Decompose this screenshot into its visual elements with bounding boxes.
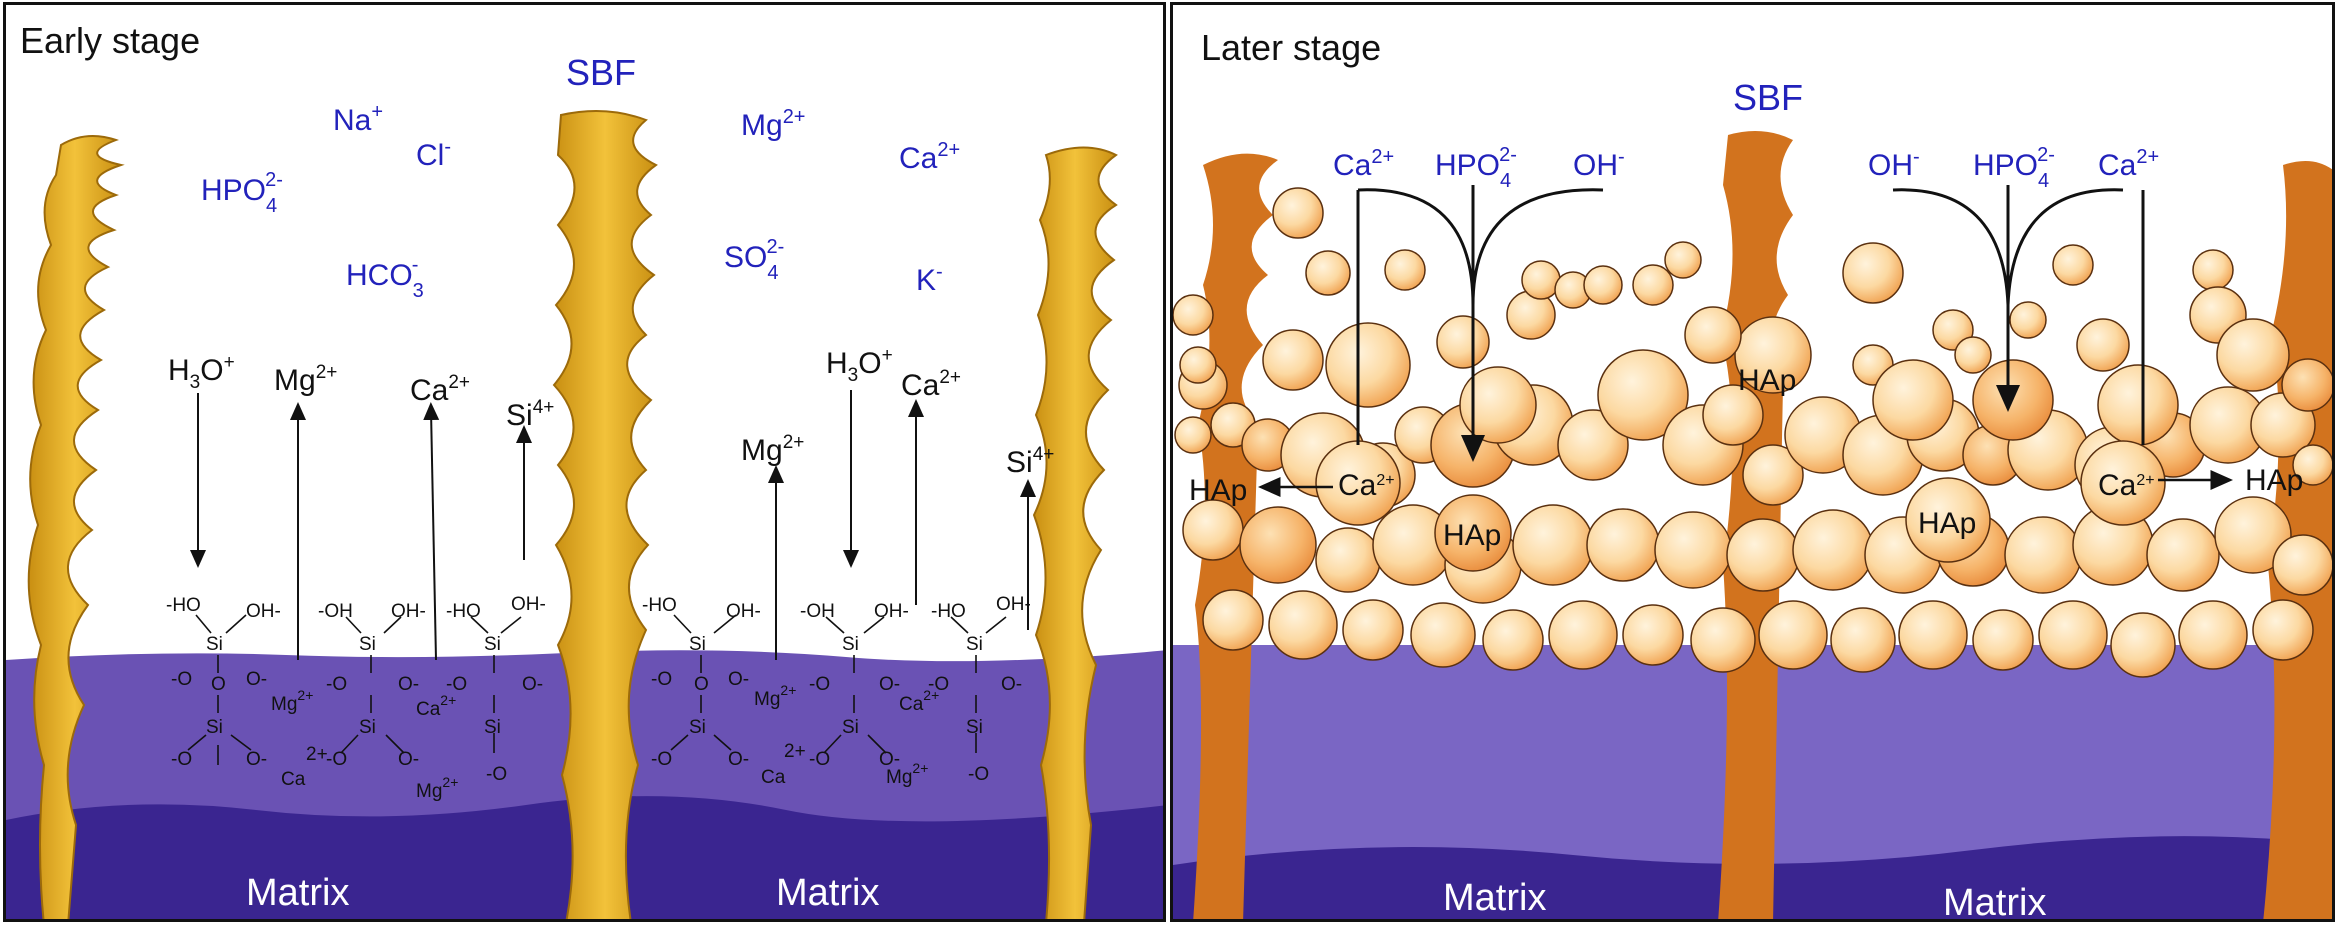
- ion-ca-left: Ca2+: [1333, 146, 1394, 182]
- si-release-label: Si4+: [506, 397, 554, 432]
- label-oh-a-1: -OH: [318, 601, 353, 622]
- ca-release-label-2: Ca2+: [901, 367, 961, 402]
- label-o-neg-8: -O: [651, 749, 672, 770]
- ion-hpo4: HPO42-: [201, 169, 283, 217]
- label-charge-3: 2+: [784, 741, 806, 762]
- ion-hpo4-left: HPO42-: [1435, 144, 1517, 192]
- sbf-label: SBF: [566, 52, 636, 93]
- label-charge-1: 2+: [306, 744, 328, 765]
- label-si-12: Si: [966, 717, 983, 738]
- arrow-ca-out: [431, 410, 436, 660]
- matrix-label-right: Matrix: [1943, 882, 2046, 922]
- label-oh-a-2: -OH: [800, 601, 835, 622]
- label-si-2: Si: [206, 717, 223, 738]
- label-o-6: -O: [486, 764, 507, 785]
- matrix-label-left: Matrix: [1443, 877, 1546, 919]
- label-o-neg-11: -O: [928, 674, 949, 695]
- label-si-5: Si: [484, 634, 501, 655]
- matrix-label-left: Matrix: [246, 872, 349, 914]
- label-o-neg-1: -O: [171, 669, 192, 690]
- label-oh-1: OH-: [246, 601, 281, 622]
- label-o-neg2-7: O-: [728, 669, 749, 690]
- hap-label-right: HAp: [1918, 507, 1976, 540]
- label-o-neg2-11: O-: [1001, 674, 1022, 695]
- label-o-neg2-9: O-: [879, 674, 900, 695]
- label-o-12: -O: [968, 764, 989, 785]
- label-oh-3: OH-: [511, 594, 546, 615]
- panel-title: Later stage: [1201, 27, 1381, 68]
- label-o-neg-5: -O: [446, 674, 467, 695]
- sbf-label: SBF: [1733, 77, 1803, 118]
- ca-release-label: Ca2+: [410, 372, 470, 407]
- h3o-label-2: H3O+: [826, 345, 893, 386]
- label-o-7: O: [694, 674, 709, 695]
- ion-cl: Cl-: [416, 136, 451, 172]
- label-ho-4: -HO: [931, 601, 966, 622]
- early-stage-panel: Early stage SBF Na+ Cl- HPO42- HCO3- Mg2…: [3, 2, 1166, 922]
- ion-mg: Mg2+: [741, 106, 806, 142]
- label-o-neg2-2: O-: [246, 749, 267, 770]
- label-si-6: Si: [484, 717, 501, 738]
- label-o-neg2-5: O-: [522, 674, 543, 695]
- label-si-8: Si: [689, 717, 706, 738]
- label-o-1: O: [211, 674, 226, 695]
- label-oh-5: OH-: [874, 601, 909, 622]
- later-stage-figure: Later stage SBF Ca2+ HPO42- OH- OH- HPO4…: [1173, 5, 2335, 922]
- label-si-10: Si: [842, 717, 859, 738]
- label-si-11: Si: [966, 634, 983, 655]
- hap-label-left-edge: HAp: [1189, 474, 1247, 507]
- label-oh-2: OH-: [391, 601, 426, 622]
- label-oh-4: OH-: [726, 601, 761, 622]
- label-o-neg2-3: O-: [398, 674, 419, 695]
- label-o-neg-10: -O: [809, 749, 830, 770]
- hap-label-fiber: HAp: [1738, 364, 1796, 397]
- label-si-9: Si: [842, 634, 859, 655]
- ion-hco3: HCO3-: [346, 254, 424, 302]
- ion-oh-right: OH-: [1868, 146, 1920, 182]
- h3o-label: H3O+: [168, 352, 235, 393]
- ion-ca-right: Ca2+: [2098, 146, 2159, 182]
- label-ho-3: -HO: [642, 595, 677, 616]
- ion-hpo4-right: HPO42-: [1973, 144, 2055, 192]
- label-oh-6: OH-: [996, 594, 1031, 615]
- label-o-neg-9: -O: [809, 674, 830, 695]
- ion-na: Na+: [333, 101, 383, 137]
- label-si-4: Si: [359, 717, 376, 738]
- label-ho-2: -HO: [446, 601, 481, 622]
- early-stage-figure: Early stage SBF Na+ Cl- HPO42- HCO3- Mg2…: [6, 5, 1166, 922]
- label-o-neg2-8: O-: [728, 749, 749, 770]
- label-ho-1: -HO: [166, 595, 201, 616]
- label-si-7: Si: [689, 634, 706, 655]
- label-si-3: Si: [359, 634, 376, 655]
- label-o-neg-7: -O: [651, 669, 672, 690]
- label-ca-1: Ca: [281, 769, 306, 790]
- ion-so4: SO42-: [724, 236, 784, 284]
- label-o-neg-2: -O: [171, 749, 192, 770]
- label-o-neg2-4: O-: [398, 749, 419, 770]
- label-o-neg-4: -O: [326, 749, 347, 770]
- ion-oh-left: OH-: [1573, 146, 1625, 182]
- label-o-neg2-1: O-: [246, 669, 267, 690]
- label-o-neg-3: -O: [326, 674, 347, 695]
- mg-release-label-2: Mg2+: [741, 432, 804, 467]
- label-ca-3: Ca: [761, 767, 786, 788]
- ion-k: K-: [916, 261, 943, 297]
- later-stage-panel: Later stage SBF Ca2+ HPO42- OH- OH- HPO4…: [1170, 2, 2335, 922]
- label-si-1: Si: [206, 634, 223, 655]
- panel-title: Early stage: [20, 20, 200, 61]
- hap-label-left: HAp: [1443, 519, 1501, 552]
- ion-ca: Ca2+: [899, 139, 960, 175]
- mg-release-label: Mg2+: [274, 362, 337, 397]
- hap-label-right-edge: HAp: [2245, 464, 2303, 497]
- matrix-label-right: Matrix: [776, 872, 879, 914]
